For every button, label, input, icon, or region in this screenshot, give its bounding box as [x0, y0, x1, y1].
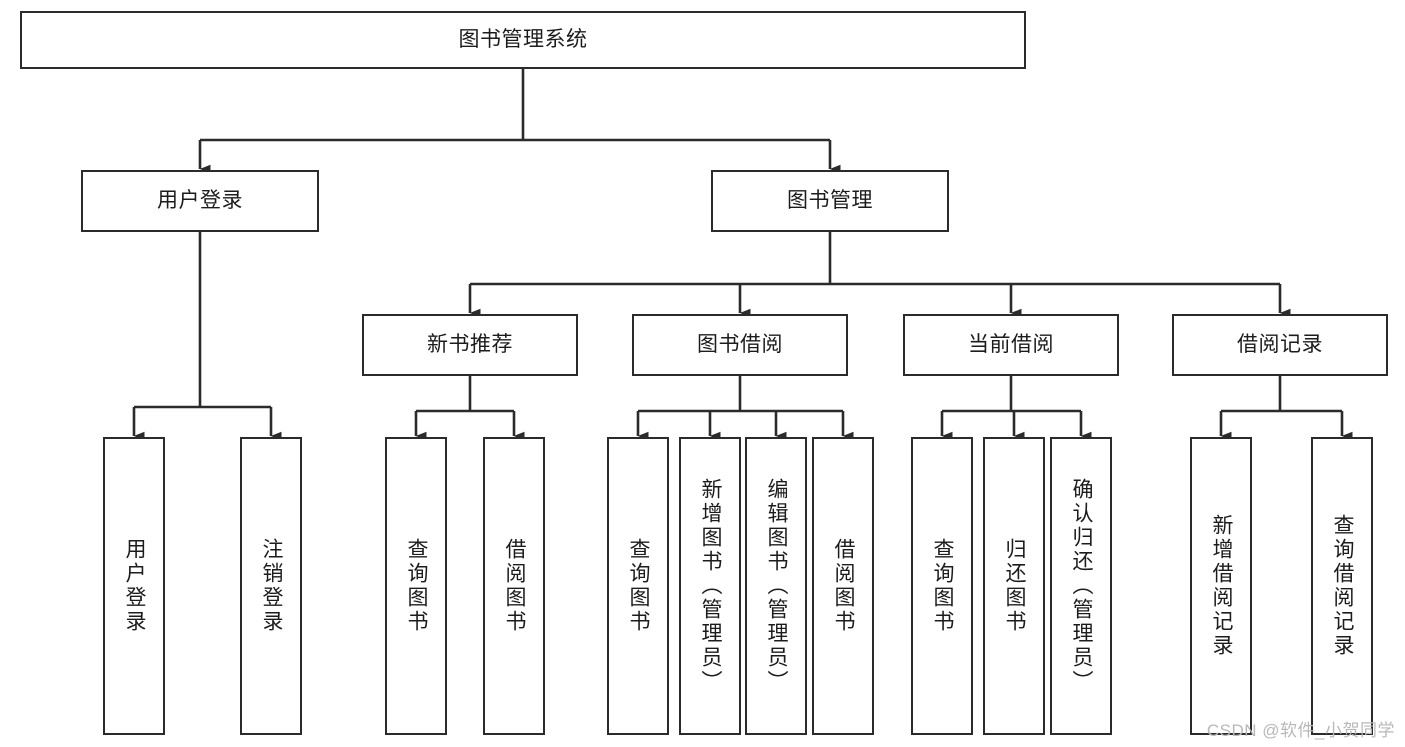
node-label: 注销登录 — [260, 538, 284, 634]
node-leaf-user-login[interactable]: 用户登录 — [103, 437, 165, 735]
node-leaf-query-book-b[interactable]: 查询图书 — [607, 437, 669, 735]
node-leaf-edit-book[interactable]: 编辑图书（管理员） — [745, 437, 807, 735]
node-label: 借阅图书 — [503, 538, 527, 634]
node-leaf-query-book-a[interactable]: 查询图书 — [385, 437, 447, 735]
node-leaf-confirm-return[interactable]: 确认归还（管理员） — [1050, 437, 1112, 735]
node-label: 新增借阅记录 — [1210, 514, 1234, 658]
node-label: 借阅记录 — [1237, 332, 1323, 356]
node-label: 查询图书 — [931, 538, 955, 634]
node-label: 新书推荐 — [427, 332, 513, 356]
node-label: 用户登录 — [123, 538, 147, 634]
node-label: 用户登录 — [157, 188, 243, 212]
node-label: 查询图书 — [627, 538, 651, 634]
node-label: 查询图书 — [405, 538, 429, 634]
node-label: 图书管理系统 — [458, 27, 588, 51]
node-leaf-query-book-c[interactable]: 查询图书 — [911, 437, 973, 735]
node-l2-book-mgmt[interactable]: 图书管理 — [711, 170, 949, 232]
node-label: 图书管理 — [787, 188, 873, 212]
node-label: 确认归还（管理员） — [1070, 478, 1094, 694]
node-label: 当前借阅 — [968, 332, 1054, 356]
csdn-watermark: CSDN @软件_小贺同学 — [1206, 721, 1395, 740]
node-l3-current-borrow[interactable]: 当前借阅 — [903, 314, 1119, 376]
node-label: 借阅图书 — [832, 538, 856, 634]
node-root[interactable]: 图书管理系统 — [20, 11, 1026, 69]
node-label: 查询借阅记录 — [1331, 514, 1355, 658]
node-leaf-add-book[interactable]: 新增图书（管理员） — [679, 437, 741, 735]
node-leaf-add-record[interactable]: 新增借阅记录 — [1190, 437, 1252, 735]
node-leaf-borrow-book-b[interactable]: 借阅图书 — [812, 437, 874, 735]
node-label: 编辑图书（管理员） — [765, 478, 789, 694]
node-leaf-borrow-book-a[interactable]: 借阅图书 — [483, 437, 545, 735]
node-leaf-return-book[interactable]: 归还图书 — [983, 437, 1045, 735]
node-l3-borrow-record[interactable]: 借阅记录 — [1172, 314, 1388, 376]
node-label: 新增图书（管理员） — [699, 478, 723, 694]
node-l3-new-book-rec[interactable]: 新书推荐 — [362, 314, 578, 376]
node-label: 图书借阅 — [697, 332, 783, 356]
node-l3-book-borrow[interactable]: 图书借阅 — [632, 314, 848, 376]
node-l2-user-login[interactable]: 用户登录 — [81, 170, 319, 232]
node-leaf-query-record[interactable]: 查询借阅记录 — [1311, 437, 1373, 735]
node-label: 归还图书 — [1003, 538, 1027, 634]
node-leaf-logout[interactable]: 注销登录 — [240, 437, 302, 735]
